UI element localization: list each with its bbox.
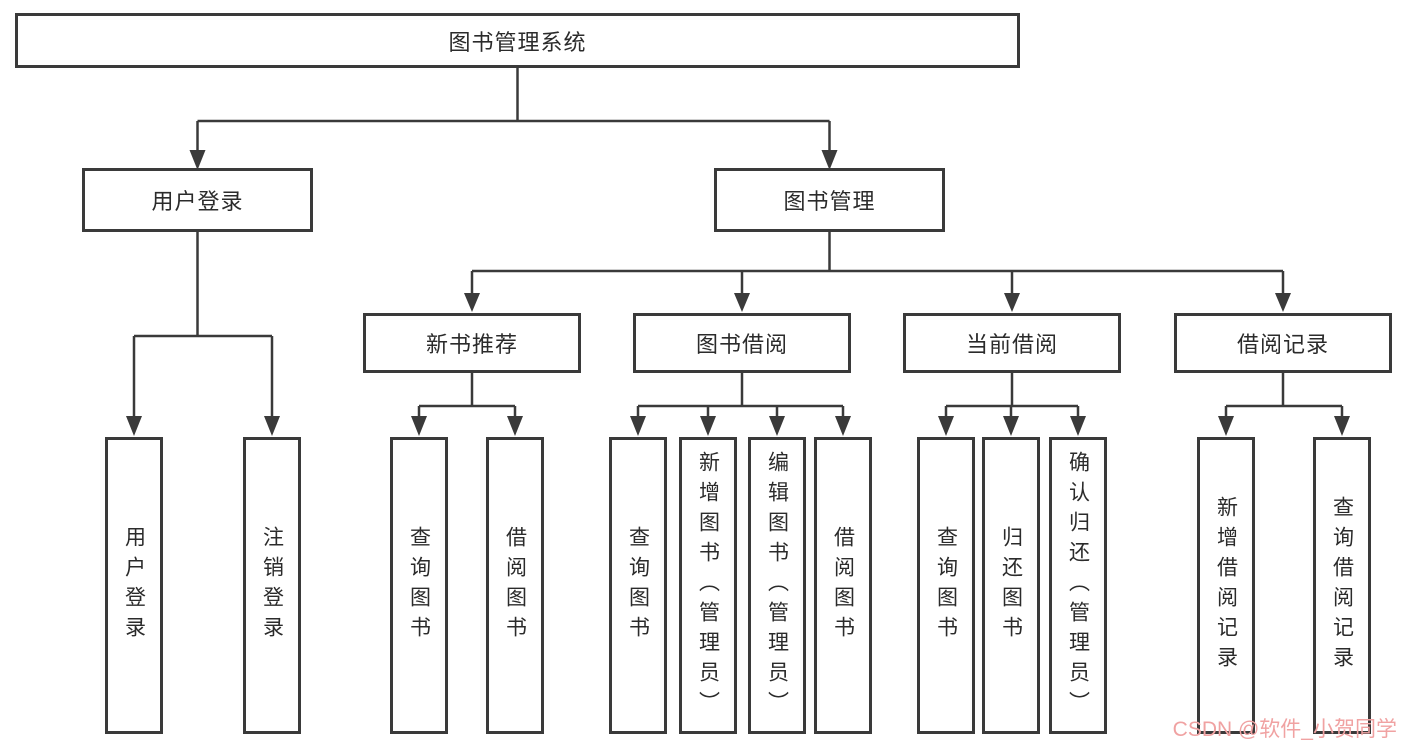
- node-label: 编辑图书（管理员）: [765, 450, 789, 721]
- connector-root-to-level2: [189, 68, 838, 170]
- node-label: 图书管理: [783, 189, 876, 214]
- connector-book-management-children: [464, 232, 1291, 312]
- node-borrowing-record: 借阅记录: [1174, 313, 1392, 373]
- node-leaf-user-login: 用户登录: [105, 437, 163, 734]
- node-leaf-query-books-3: 查询图书: [917, 437, 975, 734]
- node-library-management-system: 图书管理系统: [15, 13, 1020, 68]
- node-label: 借阅记录: [1236, 332, 1329, 357]
- node-user-login: 用户登录: [82, 168, 313, 232]
- csdn-watermark: CSDN @软件_小贺同学: [1172, 718, 1397, 741]
- node-leaf-query-books: 查询图书: [390, 437, 448, 734]
- node-label: 新增借阅记录: [1214, 495, 1238, 676]
- connector-current-borrowing-children: [938, 373, 1086, 436]
- node-leaf-return-books: 归还图书: [982, 437, 1040, 734]
- node-label: 新增图书（管理员）: [696, 450, 720, 721]
- connector-borrowing-record-children: [1218, 373, 1350, 436]
- node-leaf-add-borrow-record: 新增借阅记录: [1197, 437, 1255, 734]
- node-leaf-logout: 注销登录: [243, 437, 301, 734]
- node-leaf-edit-books-admin: 编辑图书（管理员）: [748, 437, 806, 734]
- node-label: 当前借阅: [965, 332, 1058, 357]
- node-label: 图书借阅: [695, 332, 788, 357]
- node-label: 查询借阅记录: [1330, 495, 1354, 676]
- node-new-book-recommend: 新书推荐: [363, 313, 581, 373]
- node-label: 新书推荐: [425, 332, 518, 357]
- node-label: 图书管理系统: [448, 29, 587, 55]
- node-label: 注销登录: [260, 525, 284, 646]
- node-current-borrowing: 当前借阅: [903, 313, 1121, 373]
- node-label: 用户登录: [151, 189, 244, 214]
- node-leaf-borrow-books: 借阅图书: [486, 437, 544, 734]
- node-book-borrowing: 图书借阅: [633, 313, 851, 373]
- node-leaf-add-books-admin: 新增图书（管理员）: [679, 437, 737, 734]
- node-label: 借阅图书: [503, 525, 527, 646]
- connector-book-borrowing-children: [630, 373, 851, 436]
- node-leaf-confirm-return-admin: 确认归还（管理员）: [1049, 437, 1107, 734]
- node-label: 借阅图书: [831, 525, 855, 646]
- node-leaf-borrow-books-2: 借阅图书: [814, 437, 872, 734]
- node-leaf-query-books-2: 查询图书: [609, 437, 667, 734]
- node-book-management: 图书管理: [714, 168, 945, 232]
- node-label: 查询图书: [407, 525, 431, 646]
- node-label: 用户登录: [122, 525, 146, 646]
- connector-user-login-children: [126, 232, 280, 436]
- node-leaf-query-borrow-record: 查询借阅记录: [1313, 437, 1371, 734]
- node-label: 查询图书: [934, 525, 958, 646]
- node-label: 确认归还（管理员）: [1066, 450, 1090, 721]
- node-label: 归还图书: [999, 525, 1023, 646]
- connector-new-book-recommend-children: [411, 373, 523, 436]
- node-label: 查询图书: [626, 525, 650, 646]
